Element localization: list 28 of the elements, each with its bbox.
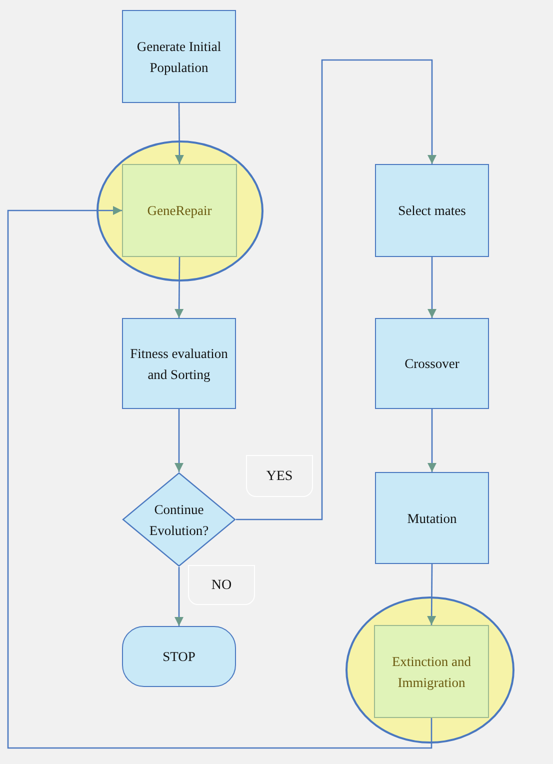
arrow (236, 59, 436, 520)
arrow (428, 409, 436, 472)
arrow (7, 206, 432, 749)
arrow (174, 409, 184, 472)
node-text: Select mates (397, 202, 467, 220)
arrow (174, 257, 184, 318)
process-box (375, 318, 489, 409)
arrow (174, 103, 184, 164)
terminator-box (122, 626, 236, 687)
node-text: STOP (162, 648, 196, 666)
node-text: Generate Initial Population (136, 38, 222, 77)
edge-label: NO (188, 565, 255, 605)
process-box (375, 164, 489, 257)
edge-label: YES (246, 455, 313, 497)
arrow (428, 257, 436, 318)
node-text: GeneRepair (146, 202, 213, 220)
node-text: Continue Evolution? (148, 500, 210, 540)
process-box (122, 164, 237, 257)
process-box (374, 625, 489, 718)
process-box (122, 10, 236, 103)
node-text: Crossover (404, 355, 460, 373)
process-box (122, 318, 236, 409)
arrow (427, 564, 436, 625)
process-box (375, 472, 489, 564)
node-text: Fitness evaluation and Sorting (129, 344, 229, 384)
node-text: Extinction and Immigration (390, 652, 472, 692)
arrow (174, 567, 184, 626)
node-text: Mutation (406, 510, 458, 528)
